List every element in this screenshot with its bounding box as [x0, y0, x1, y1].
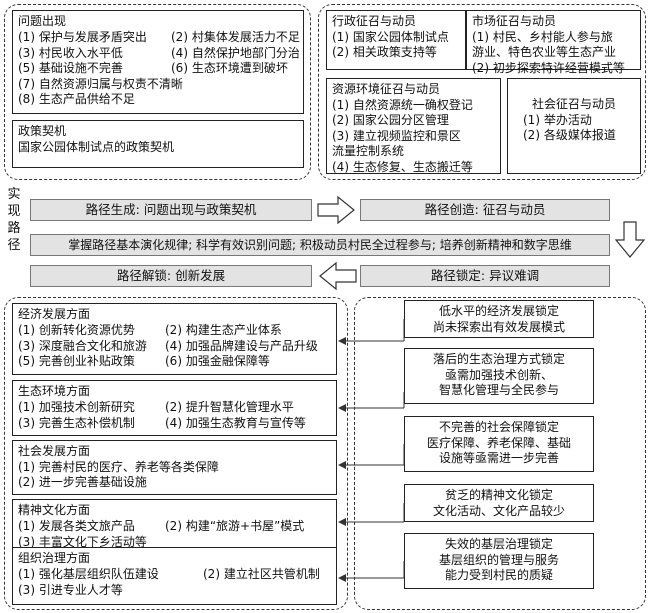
social-mob-item: (2) 各级媒体报道: [523, 128, 616, 142]
solution-item: (1) 创新转化资源优势: [18, 323, 135, 337]
admin-item: (1) 国家公园体制试点: [332, 29, 449, 44]
solution-item: (2) 构建生态产业体系: [165, 323, 282, 337]
problem-box: 问题出现 (1) 保护与发展矛盾突出 (3) 村民收入水平低 (5) 基础设施不…: [12, 10, 304, 114]
solution-title: 社会发展方面: [18, 444, 91, 458]
market-title: 市场征召与动员: [472, 14, 557, 28]
arrow-down-icon: [614, 221, 646, 258]
solution-title: 经济发展方面: [18, 307, 91, 321]
lock-box-culture: 贫乏的精神文化锁定 文化活动、文化产品较少: [404, 484, 594, 522]
solution-item: (3) 引进专业人才等: [18, 582, 123, 597]
solution-item: (2) 提升智慧化管理水平: [165, 400, 294, 414]
admin-item: (2) 相关政策支持等: [332, 45, 437, 59]
lock-box-governance: 失效的基层治理锁定 基层组织的管理与服务 能力受到村民的质疑: [404, 533, 594, 589]
problem-item: (7) 自然资源归属与权责不清晰: [18, 76, 183, 91]
lock-box-ecology: 落后的生态治理方式锁定 亟需加强技术创新、 智慧化管理与全民参与: [404, 348, 594, 404]
bar-path-generation: 路径生成: 问题出现与政策契机: [30, 199, 312, 221]
policy-title: 政策契机: [18, 124, 67, 138]
solution-item: (3) 丰富文化下乡活动等: [18, 534, 147, 549]
policy-box: 政策契机 国家公园体制试点的政策契机: [12, 120, 304, 168]
bar-principles: 掌握路径基本演化规律; 科学有效识别问题; 积极动员村民全过程参与; 培养创新精…: [30, 234, 610, 256]
problem-item: (3) 村民收入水平低: [18, 45, 123, 60]
problem-item: (2) 村集体发展活力不足: [171, 30, 300, 44]
resource-item: (1) 自然资源统一确权登记: [332, 97, 473, 112]
market-item: (2) 初步探索特许经营模式等: [472, 60, 625, 75]
solution-box-society: 社会发展方面 (1) 完善村民的医疗、养老等各类保障 (2) 进一步完善基础设施: [12, 440, 337, 495]
solution-item: (2) 构建“旅游+书屋”模式: [165, 519, 305, 533]
solution-item: (4) 加强生态教育与宣传等: [165, 415, 306, 430]
solution-item: (2) 进一步完善基础设施: [18, 475, 147, 489]
resource-item: (2) 国家公园分区管理: [332, 113, 449, 127]
solution-item: (5) 完善创业补贴政策: [18, 354, 135, 368]
arrow-left-icon: [319, 261, 357, 291]
market-item: 游业、特色农业等生态产业: [472, 45, 617, 59]
bar-path-creation: 路径创造: 征召与动员: [360, 199, 610, 221]
solution-title: 精神文化方面: [18, 503, 91, 517]
solution-box-economy: 经济发展方面 (1) 创新转化资源优势 (3) 深度融合文化和旅游 (5) 完善…: [12, 303, 337, 375]
solution-item: (3) 深度融合文化和旅游: [18, 338, 147, 353]
lock-group: [354, 297, 646, 610]
resource-item: 流量控制系统: [332, 144, 405, 158]
problem-item: (6) 生态环境遭到破坏: [171, 61, 288, 75]
resource-box: 资源环境征召与动员 (1) 自然资源统一确权登记 (2) 国家公园分区管理 (3…: [326, 78, 501, 174]
policy-text: 国家公园体制试点的政策契机: [18, 139, 175, 154]
resource-item: (4) 生态修复、生态搬迁等: [332, 159, 473, 174]
bar-path-unlock: 路径解锁: 创新发展: [30, 265, 312, 287]
solution-box-culture: 精神文化方面 (1) 发展各类文旅产品 (3) 丰富文化下乡活动等 (2) 构建…: [12, 499, 337, 555]
generation-group: [4, 4, 311, 180]
solution-item: (1) 加强技术创新研究: [18, 400, 135, 414]
solution-title: 生态环境方面: [18, 384, 91, 398]
solution-item: (1) 强化基层组织队伍建设: [18, 567, 159, 581]
lock-box-economy: 低水平的经济发展锁定 尚未探索出有效发展模式: [404, 300, 594, 338]
solution-title: 组织治理方面: [18, 551, 91, 565]
solution-box-ecology: 生态环境方面 (1) 加强技术创新研究 (3) 完善生态补偿机制 (2) 提升智…: [12, 380, 337, 436]
resource-item: (3) 建立视频监控和景区: [332, 128, 461, 143]
solution-item: (3) 完善生态补偿机制: [18, 415, 135, 430]
solution-box-governance: 组织治理方面 (1) 强化基层组织队伍建设 (3) 引进专业人才等 (2) 建立…: [12, 547, 337, 605]
solution-item: (1) 发展各类文旅产品: [18, 519, 135, 533]
admin-title: 行政征召与动员: [332, 14, 417, 28]
solution-item: (2) 建立社区共管机制: [203, 567, 320, 581]
solution-item: (1) 完善村民的医疗、养老等各类保障: [18, 459, 219, 474]
social-mob-item: (1) 举办活动: [523, 112, 592, 127]
realize-path-label: 实 现 路 径: [7, 187, 21, 253]
problem-item: (4) 自然保护地部门分治: [171, 45, 300, 60]
solution-item: (6) 加强金融保障等: [165, 354, 270, 368]
resource-title: 资源环境征召与动员: [332, 82, 441, 96]
bar-path-lock: 路径锁定: 异议难调: [360, 265, 610, 287]
problem-item: (5) 基础设施不完善: [18, 61, 123, 75]
problem-title: 问题出现: [18, 14, 67, 28]
arrow-right-icon: [317, 195, 355, 225]
social-mob-box: 社会征召与动员 (1) 举办活动 (2) 各级媒体报道: [507, 78, 641, 174]
social-mob-title: 社会征召与动员: [531, 97, 616, 111]
admin-box: 行政征召与动员 (1) 国家公园体制试点 (2) 相关政策支持等: [326, 10, 466, 70]
market-box: 市场征召与动员 (1) 村民、乡村能人参与旅 游业、特色农业等生态产业 (2) …: [466, 10, 641, 75]
problem-item: (1) 保护与发展矛盾突出: [18, 30, 147, 44]
problem-item: (8) 生态产品供给不足: [18, 92, 135, 106]
creation-group: [318, 4, 646, 180]
market-item: (1) 村民、乡村能人参与旅: [472, 29, 613, 44]
solution-item: (4) 加强品牌建设与产品升级: [165, 338, 318, 353]
unlock-group: [4, 297, 348, 610]
lock-box-society: 不完善的社会保障锁定 医疗保障、养老保障、基础 设施等亟需进一步完善: [404, 416, 594, 472]
